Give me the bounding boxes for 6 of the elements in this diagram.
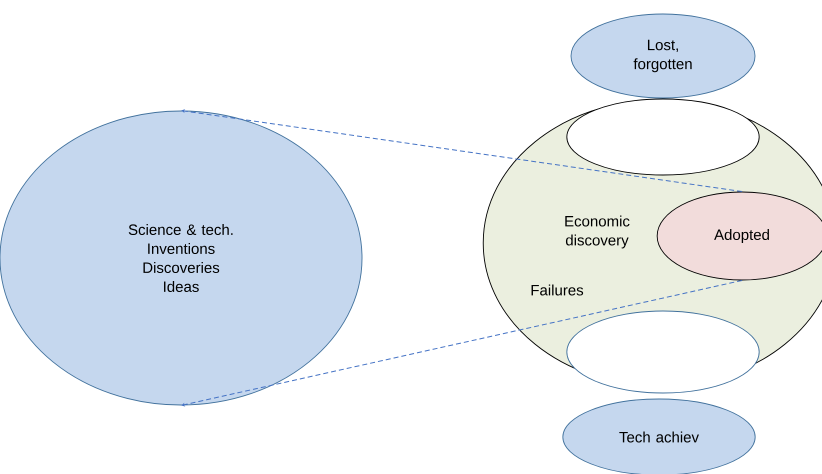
arrow bbox=[181, 280, 742, 407]
arrow bbox=[181, 109, 742, 192]
ellipse bbox=[566, 98, 760, 176]
ellipse bbox=[566, 310, 760, 394]
label: Economic discovery bbox=[565, 216, 630, 248]
label: Failures bbox=[532, 284, 584, 296]
